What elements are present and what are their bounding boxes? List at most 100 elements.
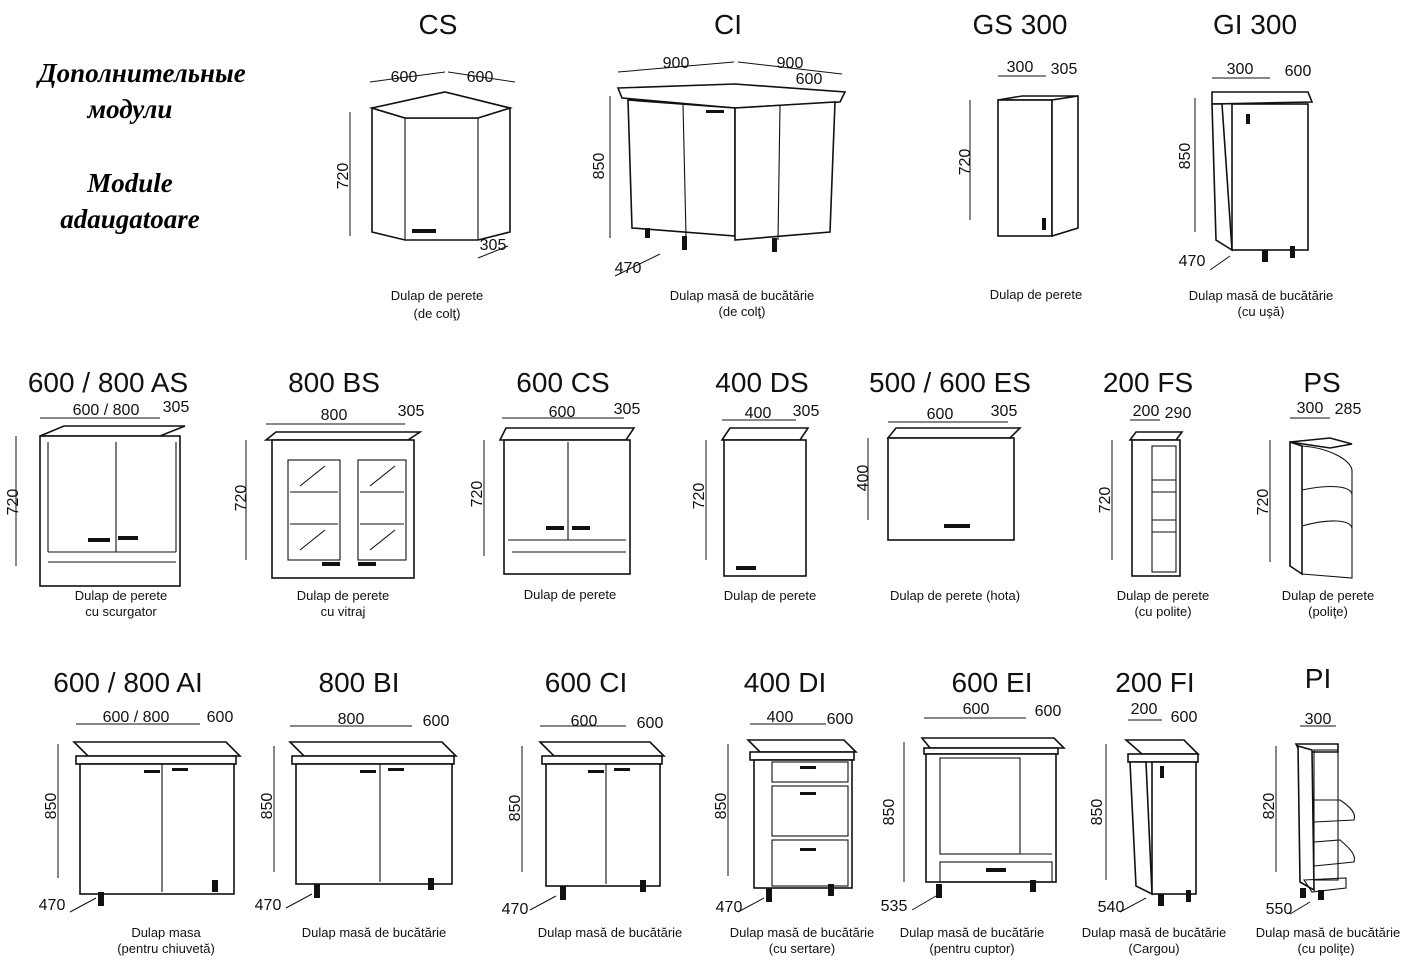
- module-es: 500 / 600 ES 600 305 400 Dulap de perete…: [855, 367, 1031, 603]
- module-code: CI: [714, 9, 742, 40]
- dim-depth: 305: [614, 401, 641, 418]
- module-ci: CI 900 900 600 850 470 Dulap masă de buc…: [591, 9, 847, 319]
- dim-height: 850: [591, 153, 608, 180]
- cabinet-front: [753, 759, 853, 889]
- countertop: [1211, 91, 1314, 105]
- cabinet-front: [1231, 103, 1309, 251]
- module-pi: PI 300 820 550 Dulap masă de bucătărie (…: [1256, 663, 1401, 956]
- dim-width: 800: [338, 711, 365, 728]
- cabinet-front: [1151, 761, 1197, 895]
- module-bs: 800 BS 800 305 720 Dulap de perete cu vi…: [233, 367, 424, 619]
- module-code: 200 FS: [1103, 367, 1193, 398]
- dim-width: 300: [1227, 61, 1254, 78]
- caption-line-1: Dulap masă de bucătărie: [670, 288, 815, 303]
- cabinet-top: [1289, 437, 1353, 449]
- dim-height: 850: [1177, 143, 1194, 170]
- caption-line-2: cu scurgator: [85, 604, 157, 619]
- caption-line-2: (Cargou): [1128, 941, 1179, 956]
- dim-depth: 305: [991, 403, 1018, 420]
- dim-width: 300: [1297, 400, 1324, 417]
- caption-line-2: (de colţ): [414, 306, 461, 321]
- dim-extra: 305: [480, 237, 507, 254]
- dim-width: 600: [927, 406, 954, 423]
- dim-height: 720: [957, 149, 974, 176]
- dim-width: 600: [571, 713, 598, 730]
- module-ci600: 600 CI 600 600 850 470 Dulap masă de buc…: [502, 667, 683, 940]
- cabinet-front: [503, 439, 631, 575]
- module-fs: 200 FS 200 290 720 Dulap de perete (cu p…: [1097, 367, 1209, 619]
- cabinet-side: [1129, 761, 1153, 896]
- glass-door-left: [287, 459, 341, 561]
- dim-height: 850: [507, 795, 524, 822]
- dim-extra: 470: [615, 260, 642, 277]
- cabinet-front: [723, 439, 807, 577]
- cabinet-front: [79, 763, 235, 895]
- dim-depth: 600: [423, 713, 450, 730]
- handle: [412, 229, 436, 233]
- dim-depth: 305: [163, 399, 190, 416]
- countertop: [538, 741, 666, 757]
- drawer-3: [771, 839, 849, 887]
- caption-line-2: (cu uşă): [1238, 304, 1285, 319]
- cabinet-front: [545, 763, 661, 887]
- heading-line-1: Дополнительные: [35, 58, 246, 88]
- cabinet-right: [734, 101, 836, 241]
- caption-line-1: Dulap masă de bucătărie: [1082, 925, 1227, 940]
- dim-depth: 290: [1165, 405, 1192, 422]
- module-code: CS: [419, 9, 458, 40]
- dim-width: 300: [1305, 711, 1332, 728]
- dim-width: 600 / 800: [73, 402, 140, 419]
- dim-depth: 305: [1051, 61, 1078, 78]
- dim-width: 900: [663, 55, 690, 72]
- caption-line-1: Dulap de perete: [990, 287, 1083, 302]
- countertop: [288, 741, 458, 757]
- module-ds: 400 DS 400 305 720 Dulap de perete: [691, 367, 819, 603]
- caption-line-1: Dulap de perete: [1282, 588, 1375, 603]
- cabinet-top: [368, 91, 513, 119]
- caption-line-1: Dulap masă de bucătărie: [1189, 288, 1334, 303]
- cabinet-top: [498, 427, 636, 441]
- dim-depth: 600: [1035, 703, 1062, 720]
- dim-depth: 600: [1285, 63, 1312, 80]
- caption-line-1: Dulap masă de bucătărie: [538, 925, 683, 940]
- cabinet-left: [627, 99, 736, 237]
- dim-height: 850: [259, 793, 276, 820]
- caption-line-2: (poliţe): [1308, 604, 1348, 619]
- cabinet-front: [887, 437, 1015, 541]
- dim-extra: 540: [1098, 899, 1125, 916]
- module-ps: PS 300 285 720 Dulap de perete (poliţe): [1255, 367, 1374, 619]
- handle: [706, 110, 724, 113]
- dim-width: 600: [391, 69, 418, 86]
- dim-height: 720: [233, 485, 250, 512]
- module-ei: 600 EI 600 600 850 535 Dulap masă de buc…: [881, 667, 1066, 956]
- dim-height: 850: [881, 799, 898, 826]
- cabinet-top: [39, 425, 186, 437]
- cabinet-side: [1297, 744, 1315, 892]
- module-code: 400 DI: [744, 667, 827, 698]
- caption-line-2: (cu sertare): [769, 941, 835, 956]
- caption-line-2: (pentru cuptor): [929, 941, 1014, 956]
- dim-height: 720: [469, 481, 486, 508]
- dim-height: 720: [691, 483, 708, 510]
- cabinet-top: [720, 427, 810, 441]
- drawer-2: [771, 785, 849, 837]
- cabinet-front: [1131, 439, 1181, 577]
- caption-line-2: cu vitraj: [321, 604, 366, 619]
- module-code: 600 CS: [516, 367, 609, 398]
- module-code: 600 EI: [952, 667, 1033, 698]
- caption-line-2: (cu poliţe): [1297, 941, 1354, 956]
- caption-line-1: Dulap de perete (hota): [890, 588, 1020, 603]
- module-code: 600 / 800 AS: [28, 367, 188, 398]
- module-di: 400 DI 400 600 850 470 Dulap masă de buc…: [713, 667, 874, 956]
- dim-height: 400: [855, 465, 872, 492]
- cabinet-top: [886, 427, 1022, 439]
- caption-line-2: (pentru chiuvetă): [117, 941, 215, 956]
- dim-height: 720: [1097, 487, 1114, 514]
- dim-extra: 470: [502, 901, 529, 918]
- module-as: 600 / 800 AS 600 / 800 305 720 Dulap de …: [5, 367, 189, 619]
- caption-line-1: Dulap masă de bucătărie: [1256, 925, 1401, 940]
- cabinet-front: [271, 439, 415, 579]
- caption-line-1: Dulap masă de bucătărie: [302, 925, 447, 940]
- caption-line-1: Dulap de perete: [1117, 588, 1210, 603]
- module-code: PS: [1303, 367, 1340, 398]
